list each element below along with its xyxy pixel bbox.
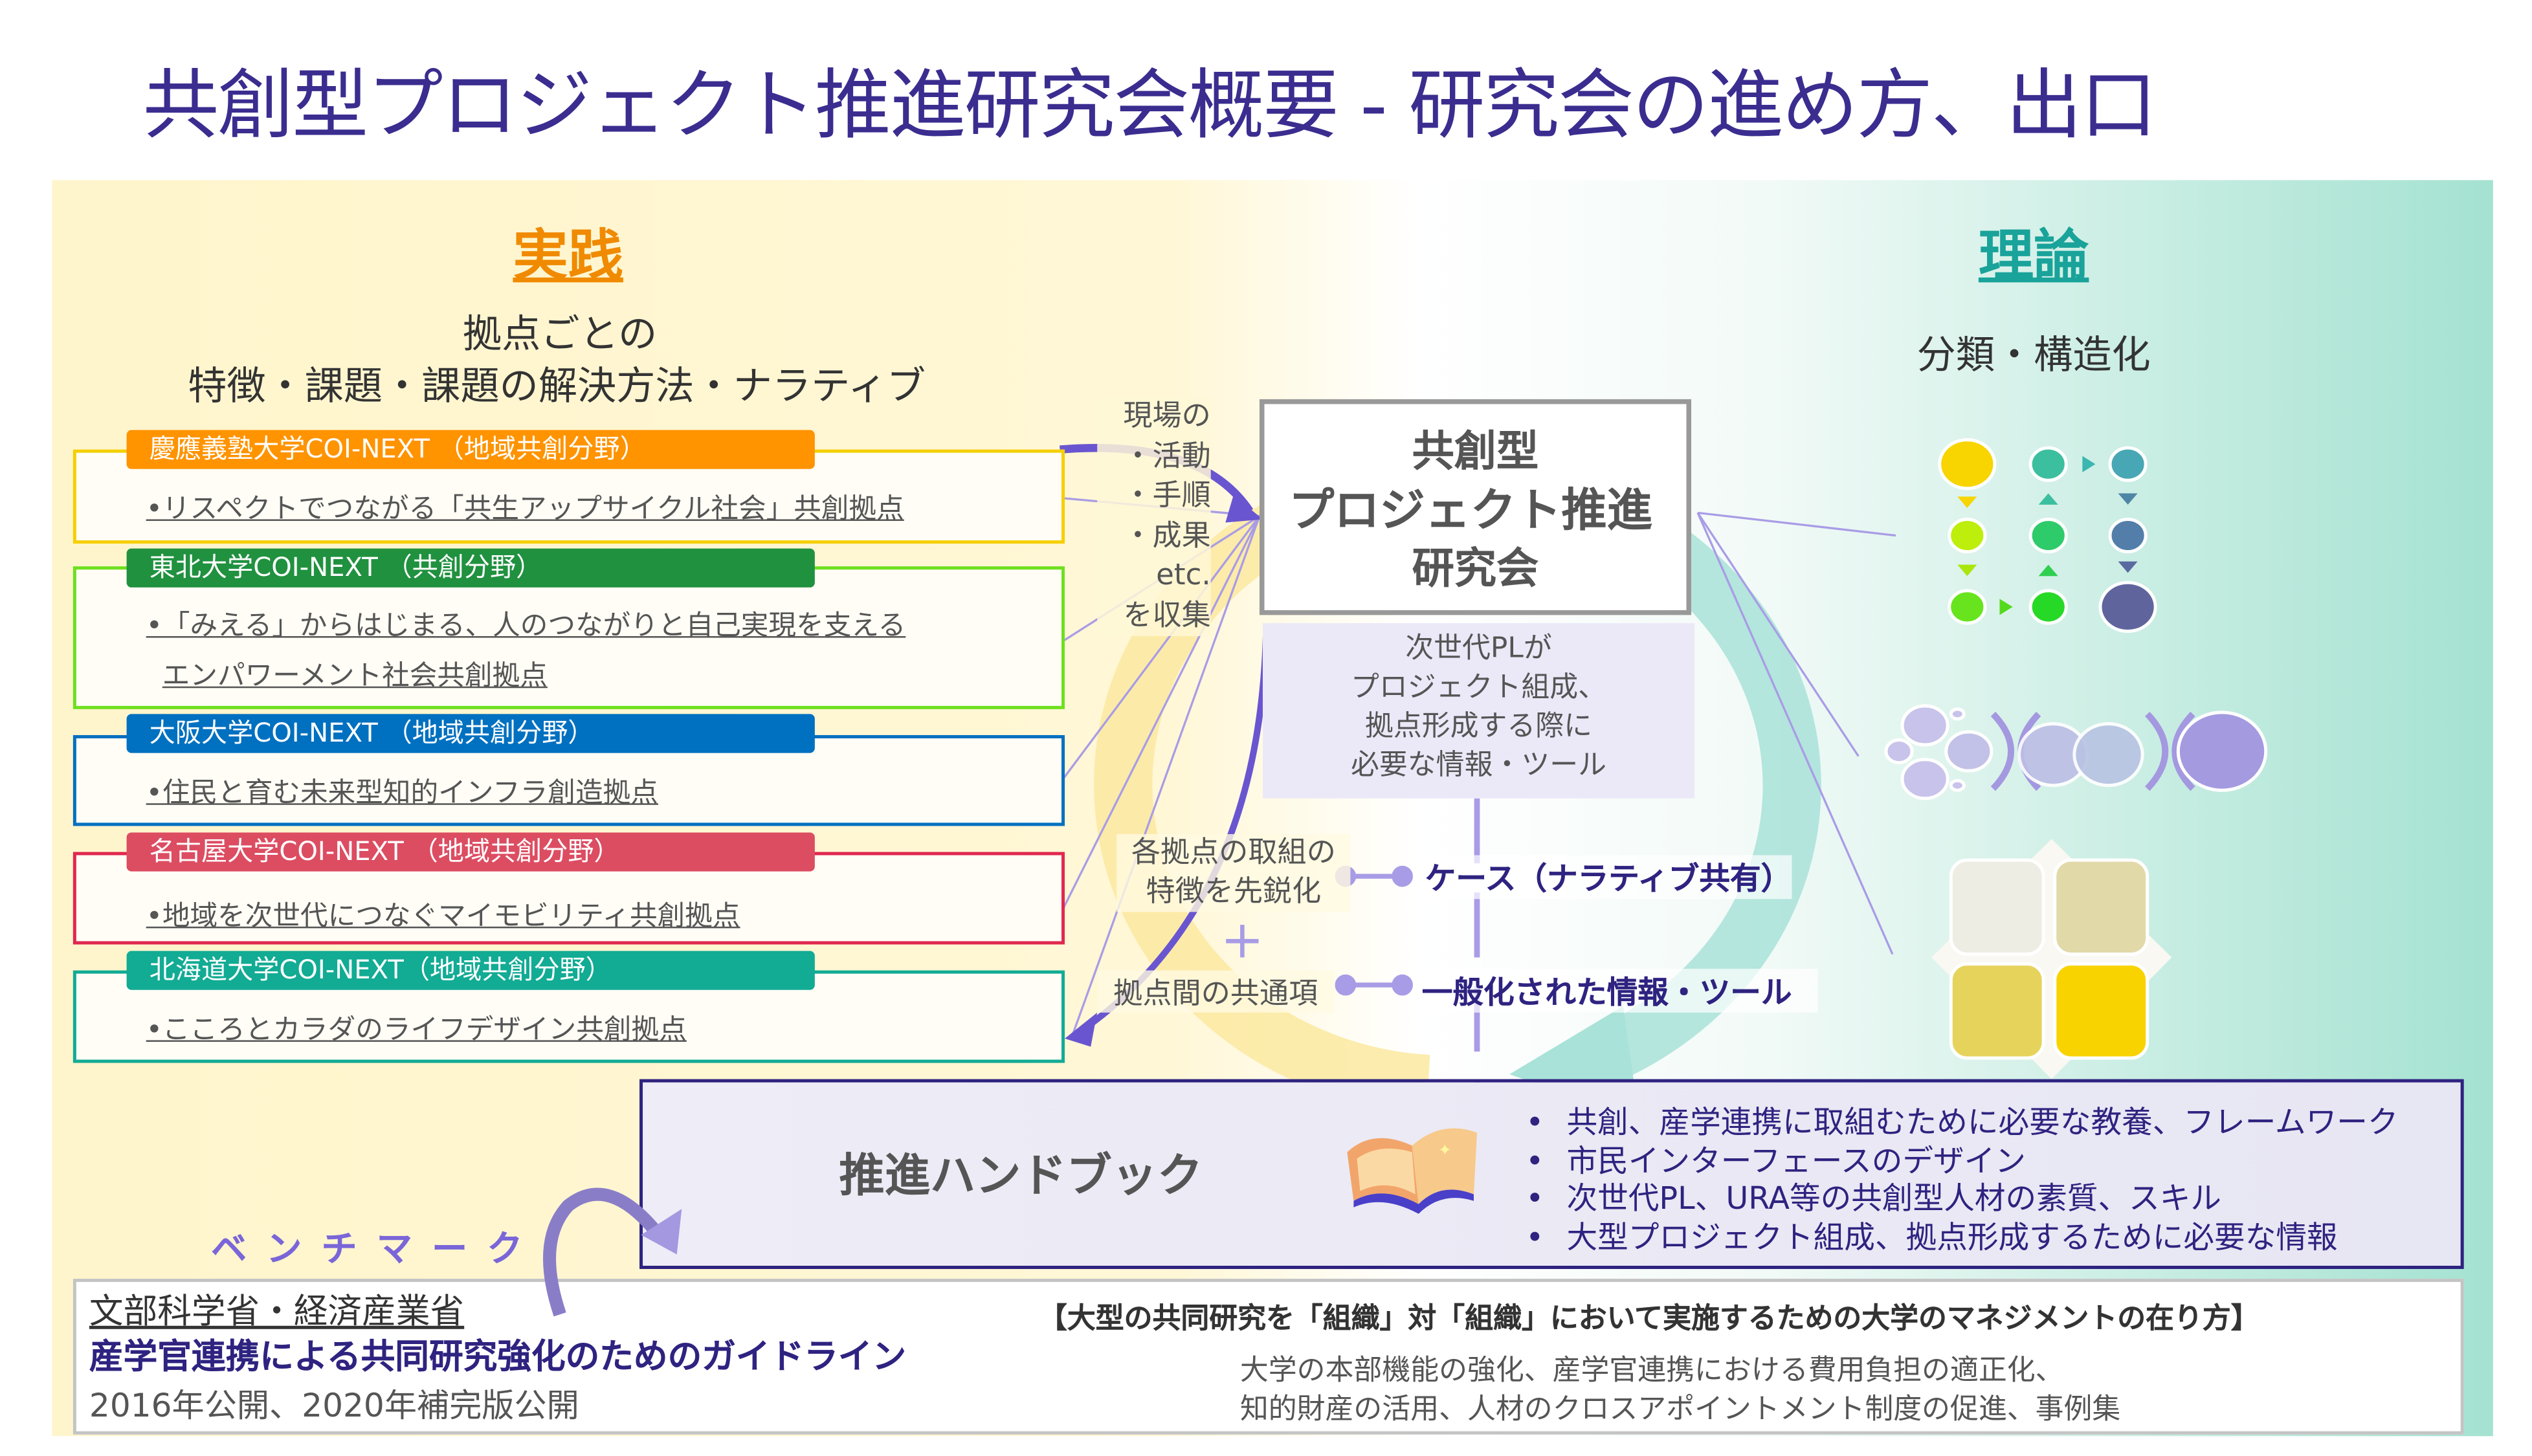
handbook-contents: 共創、産学連携に取組むために必要な教養、フレームワーク 市民インターフェースのデ… — [1526, 1105, 2398, 1258]
plus-sign: + — [1220, 909, 1265, 971]
site-card-header: 大阪大学COI-NEXT （地域共創分野） — [126, 714, 815, 753]
description-line: 必要な情報・ツール — [1351, 749, 1606, 782]
site-card-description[interactable]: •リスペクトでつながる「共生アップサイクル社会」共創拠点 — [146, 493, 904, 526]
collect-arrowhead — [1225, 494, 1263, 523]
collect-line: etc. — [1156, 558, 1211, 593]
general-info-output: 一般化された情報・ツール — [1421, 969, 1818, 1013]
sharpen-features-label: 各拠点の取組の 特徴を先鋭化 — [1116, 833, 1351, 912]
collect-line: 現場の — [1123, 399, 1211, 434]
description-line: 次世代PLが — [1405, 633, 1552, 666]
site-card-tohoku — [72, 566, 1065, 709]
handbook-item: 次世代PL、URA等の共創型人材の素質、スキル — [1526, 1182, 2398, 1220]
collect-line: ・活動 — [1123, 439, 1211, 473]
collect-line: を収集 — [1123, 598, 1211, 632]
guideline-subtitle: 【大型の共同研究を「組織」対「組織」において実施するための大学のマネジメントの在… — [1038, 1303, 2260, 1336]
classification-icon — [1938, 438, 2157, 634]
common-items-label: 拠点間の共通項 — [1097, 970, 1335, 1013]
matrix-icon — [1931, 839, 2172, 1079]
site-card-header: 東北大学COI-NEXT （共創分野） — [126, 548, 815, 588]
handbook-item: 大型プロジェクト組成、拠点形成するために必要な情報 — [1526, 1220, 2398, 1258]
guideline-description: 知的財産の活用、人材のクロスアポイントメント制度の促進、事例集 — [1239, 1394, 2121, 1427]
site-card-description[interactable]: •住民と育む未来型知的インフラ創造拠点 — [146, 777, 658, 810]
practice-cycle-arc — [1094, 468, 1430, 1114]
feedback-arrowhead — [1065, 1012, 1098, 1047]
center-title-line: プロジェクト推進 — [1289, 483, 1652, 538]
handbook-item: 共創、産学連携に取組むために必要な教養、フレームワーク — [1526, 1105, 2398, 1143]
description-line: 拠点形成する際に — [1364, 711, 1593, 744]
label-line: 各拠点の取組の — [1131, 835, 1336, 870]
practice-subtitle-line2: 特徴・課題・課題の解決方法・ナラティブ — [188, 363, 926, 409]
handbook-item: 市民インターフェースのデザイン — [1526, 1143, 2398, 1182]
theory-subtitle: 分類・構造化 — [1916, 333, 2151, 379]
guideline-name[interactable]: 産学官連携による共同研究強化のためのガイドライン — [89, 1337, 907, 1376]
center-title-line: 研究会 — [1412, 545, 1539, 594]
page-title: 共創型プロジェクト推進研究会概要 - 研究会の進め方、出口 — [142, 61, 2157, 151]
guideline-ministry: 文部科学省・経済産業省 — [89, 1292, 465, 1331]
site-card-description[interactable]: •「みえる」からはじまる、人のつながりと自己実現を支える — [146, 610, 906, 643]
site-card-description[interactable]: エンパワーメント社会共創拠点 — [162, 660, 548, 693]
collect-label: 現場の ・活動 ・手順 ・成果 etc. を収集 — [1097, 397, 1211, 637]
research-group-description: 次世代PLが プロジェクト組成、 拠点形成する際に 必要な情報・ツール — [1262, 623, 1695, 799]
center-title-line: 共創型 — [1412, 428, 1539, 478]
description-line: プロジェクト組成、 — [1351, 672, 1606, 705]
structuring-icon — [1884, 704, 2268, 800]
guideline-published: 2016年公開、2020年補完版公開 — [89, 1385, 579, 1425]
practice-subtitle-line1: 拠点ごとの — [462, 311, 658, 357]
guideline-box — [72, 1279, 2464, 1435]
theory-heading: 理論 — [1978, 224, 2089, 289]
svg-text:✦: ✦ — [1438, 1140, 1452, 1159]
site-card-header: 北海道大学COI-NEXT（地域共創分野） — [126, 951, 815, 990]
classification-arrows — [1957, 456, 2138, 615]
guideline-description: 大学の本部機能の強化、産学官連携における費用負担の適正化、 — [1239, 1354, 2064, 1388]
site-card-description[interactable]: •地域を次世代につなぐマイモビリティ共創拠点 — [146, 900, 740, 933]
label-line: 特徴を先鋭化 — [1146, 874, 1322, 909]
site-card-header: 名古屋大学COI-NEXT （地域共創分野） — [126, 832, 815, 872]
site-card-header: 慶應義塾大学COI-NEXT （地域共創分野） — [126, 430, 815, 469]
connector-lines — [1062, 497, 1896, 1039]
benchmark-label: ベンチマーク — [211, 1230, 542, 1271]
research-group-box: 共創型 プロジェクト推進 研究会 — [1259, 399, 1692, 615]
collect-line: ・成果 — [1123, 518, 1211, 553]
handbook-title: 推進ハンドブック — [839, 1149, 1203, 1203]
site-card-description[interactable]: •こころとカラダのライフデザイン共創拠点 — [146, 1014, 687, 1047]
case-output: ケース（ナラティブ共有） — [1425, 855, 1792, 899]
benchmark-arrow-icon — [543, 1187, 682, 1317]
practice-heading: 実践 — [513, 224, 623, 289]
collect-line: ・手順 — [1123, 478, 1211, 513]
book-icon: ✦ — [1347, 1128, 1478, 1214]
